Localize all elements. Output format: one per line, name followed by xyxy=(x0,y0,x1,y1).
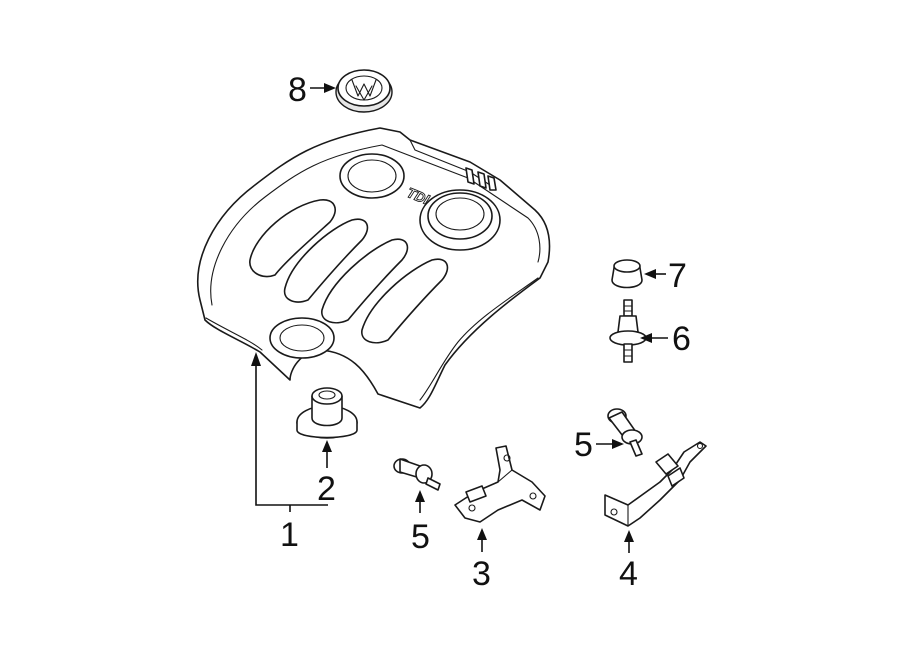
callout-2: 2 xyxy=(317,470,336,508)
bolt-right xyxy=(607,408,643,457)
callout-8: 8 xyxy=(288,71,307,109)
stud xyxy=(609,299,647,363)
callout-numbers: 1 2 3 4 5 5 6 7 8 xyxy=(280,71,691,593)
emblem xyxy=(335,69,393,113)
bracket-3 xyxy=(454,445,546,523)
leader-lines xyxy=(251,83,668,553)
callout-4: 4 xyxy=(619,555,638,593)
callout-6: 6 xyxy=(672,320,691,358)
bracket-4 xyxy=(604,441,707,527)
callout-5-left: 5 xyxy=(411,518,430,556)
cap xyxy=(611,259,643,289)
callout-5-right: 5 xyxy=(574,426,593,464)
callout-7: 7 xyxy=(668,257,687,295)
engine-cover: TDI xyxy=(197,127,551,409)
callout-3: 3 xyxy=(472,555,491,593)
grommet xyxy=(296,387,358,439)
callout-1: 1 xyxy=(280,516,299,554)
bolt-left xyxy=(393,458,441,491)
